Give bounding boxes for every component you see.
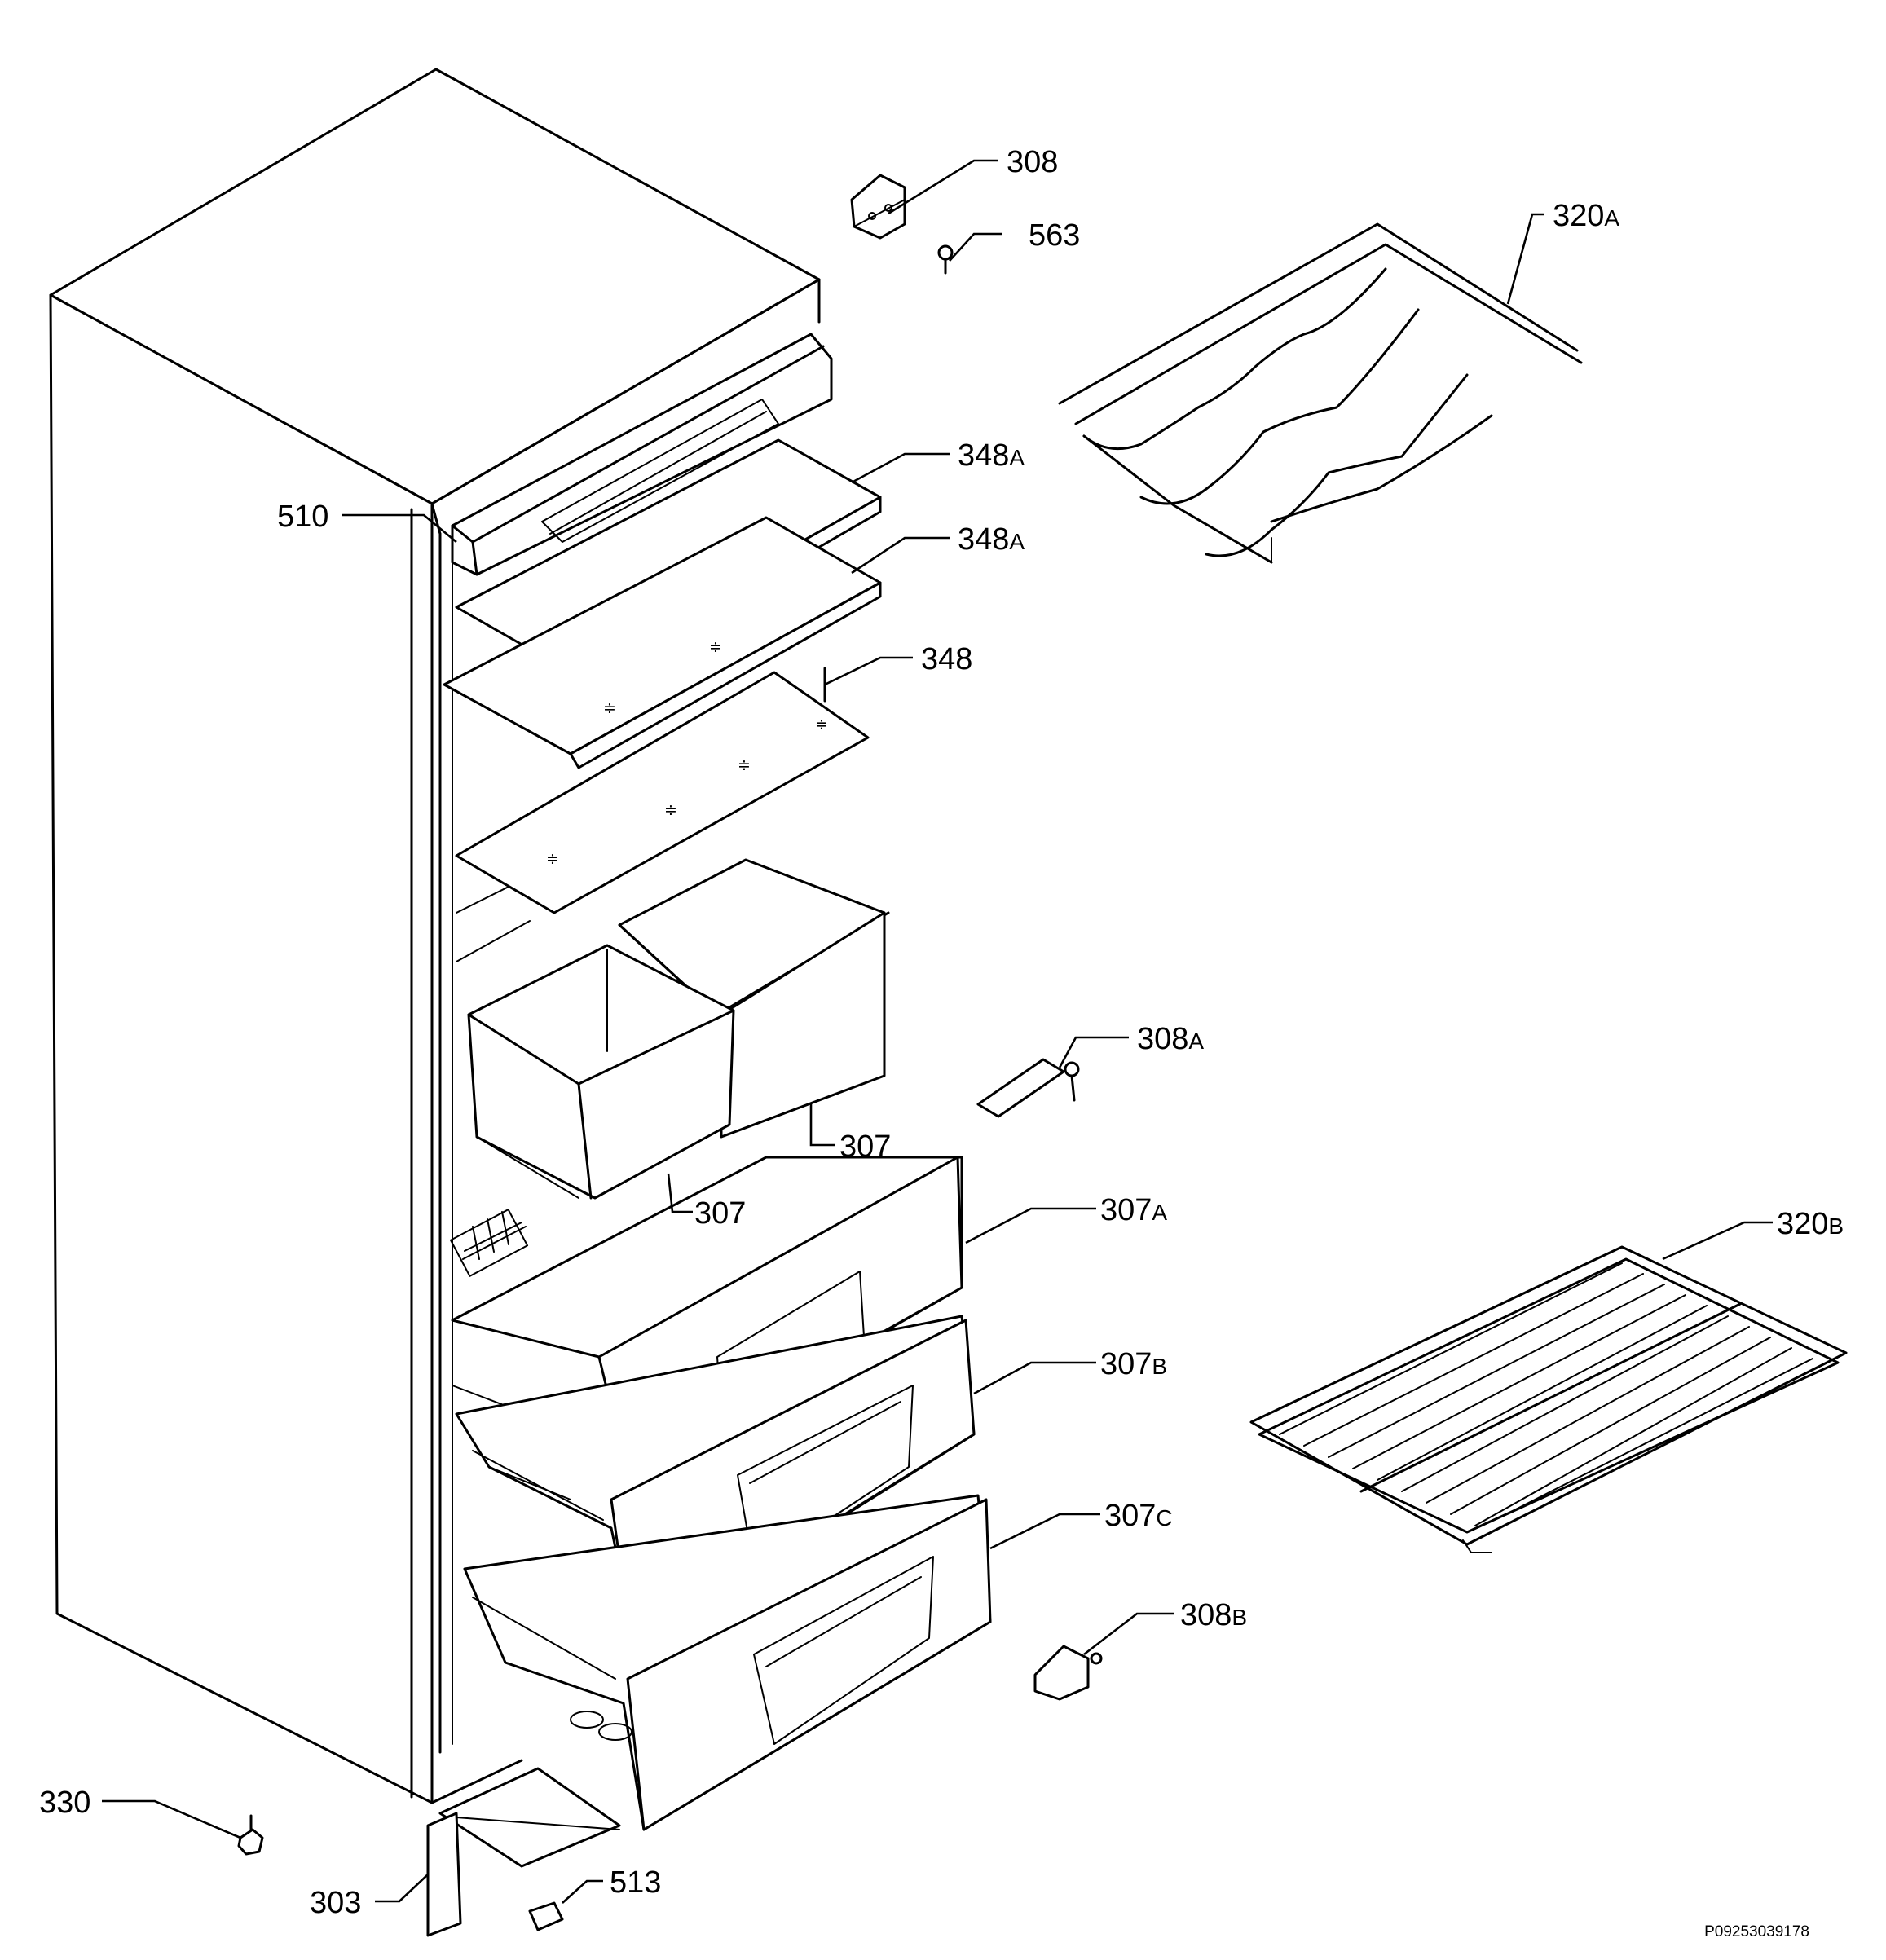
callout-308b: 308B [1180,1598,1247,1632]
wine-rack-320a [1058,222,1583,564]
svg-text:≑: ≑ [738,757,751,774]
drawing-reference-code: P09253039178 [1704,1923,1809,1940]
hinge-308b [1033,1645,1103,1701]
callout-563: 563 [1029,218,1080,253]
leader-lines [102,159,1773,1904]
svg-text:≑: ≑ [664,802,677,819]
callout-330: 330 [39,1786,90,1820]
callout-307a: 307A [1100,1193,1167,1227]
callout-348a-lower: 348A [958,522,1025,557]
callout-510: 510 [277,500,328,534]
callout-307-rear: 307 [839,1130,891,1164]
foot-330 [237,1814,264,1856]
callout-307c: 307C [1104,1499,1173,1533]
glass-shelf-bottom: ≑ ≑ ≑ ≑ [455,667,870,914]
screw-563 [937,244,954,275]
cabinet-side [49,293,434,1804]
plinth-kick-plate [426,1767,621,1937]
callout-308: 308 [1007,145,1058,179]
top-control-panel-part [451,333,833,576]
svg-text:≑: ≑ [709,639,722,656]
callout-513: 513 [610,1865,661,1900]
drawer-bottom [463,1494,992,1831]
svg-text:≑: ≑ [603,700,616,717]
rear-vent-grille [449,1209,529,1277]
hinge-308 [850,174,906,240]
storage-bin-front [467,944,735,1200]
glass-shelf-middle: ≑ ≑ [443,516,882,769]
callout-348: 348 [921,642,972,676]
callout-320b: 320B [1777,1207,1844,1241]
callout-303: 303 [310,1886,361,1920]
svg-text:≑: ≑ [815,716,828,733]
refrigerator-cabinet [49,68,821,1804]
callout-348a-upper: 348A [958,438,1025,473]
callout-307b: 307B [1100,1347,1167,1381]
callout-308a: 308A [1137,1022,1204,1056]
callout-307-front: 307 [694,1196,746,1231]
wire-shelf-320b [1249,1245,1848,1553]
hinge-308a [976,1058,1080,1118]
callout-320a: 320A [1553,199,1619,233]
callout-labels: 308 563 320A 348A 348A 348 510 308A 307 … [39,145,1844,1920]
clip-513 [528,1901,564,1931]
svg-text:≑: ≑ [546,851,559,868]
